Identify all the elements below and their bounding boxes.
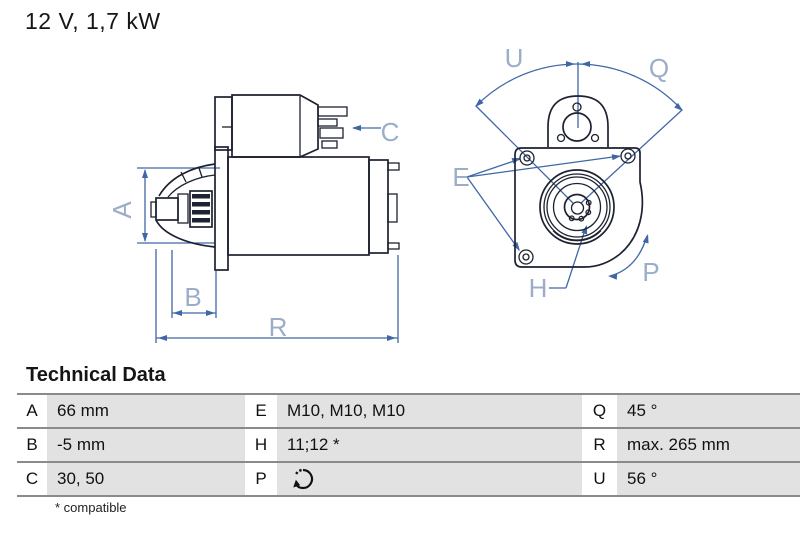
cell-value-b: -5 mm	[47, 429, 245, 461]
cell-key-r: R	[582, 429, 617, 461]
drive-end-housing	[150, 163, 216, 248]
cell-key-u: U	[582, 463, 617, 495]
cell-value-u: 56 °	[617, 463, 800, 495]
technical-data-heading: Technical Data	[26, 364, 166, 386]
dim-label-h: H	[529, 273, 548, 303]
shaft-bore	[539, 169, 615, 245]
motor-body	[227, 156, 370, 256]
dim-label-a: A	[107, 201, 137, 219]
starter-side-view-drawing	[150, 94, 400, 271]
dim-label-r: R	[269, 312, 288, 342]
table-row: A 66 mm E M10, M10, M10 Q 45 °	[17, 393, 800, 427]
terminal	[317, 106, 348, 117]
technical-data-table: A 66 mm E M10, M10, M10 Q 45 ° B -5 mm H…	[17, 393, 800, 497]
solenoid	[214, 94, 348, 158]
dim-label-e: E	[452, 162, 469, 192]
cell-key-p: P	[245, 463, 277, 495]
cell-key-c: C	[17, 463, 47, 495]
cell-key-a: A	[17, 395, 47, 427]
dim-label-p: P	[642, 257, 659, 287]
ccw-rotation-icon	[293, 468, 314, 490]
bolt-holes	[518, 148, 636, 265]
dim-label-u: U	[505, 43, 524, 73]
pinion-gear	[189, 190, 213, 228]
dim-label-q: Q	[649, 53, 669, 83]
cell-value-c: 30, 50	[47, 463, 245, 495]
top-bracket	[547, 95, 609, 147]
cell-key-b: B	[17, 429, 47, 461]
cell-value-h: 11;12 *	[277, 429, 582, 461]
technical-drawings: A B C R	[107, 43, 683, 343]
terminal	[319, 127, 344, 139]
terminal	[321, 140, 338, 149]
table-row: B -5 mm H 11;12 * R max. 265 mm	[17, 427, 800, 461]
compatibility-footnote: * compatible	[55, 500, 127, 515]
cell-value-a: 66 mm	[47, 395, 245, 427]
cell-value-e: M10, M10, M10	[277, 395, 582, 427]
cell-value-q: 45 °	[617, 395, 800, 427]
cell-key-q: Q	[582, 395, 617, 427]
mounting-flange-side	[214, 146, 229, 271]
product-rating-title: 12 V, 1,7 kW	[25, 8, 161, 34]
mounting-flange-front	[514, 147, 644, 268]
bracket-hole	[562, 112, 592, 142]
dim-label-b: B	[184, 282, 201, 312]
dim-label-c: C	[381, 117, 400, 147]
end-cap	[368, 159, 389, 254]
cell-value-r: max. 265 mm	[617, 429, 800, 461]
cell-value-p	[277, 463, 582, 495]
cell-key-e: E	[245, 395, 277, 427]
terminal	[317, 118, 338, 127]
table-row: C 30, 50 P U 56 °	[17, 461, 800, 495]
starter-front-view-drawing	[514, 95, 644, 268]
spline-shaft	[563, 193, 591, 221]
cell-key-h: H	[245, 429, 277, 461]
side-view-dimensions	[137, 125, 399, 343]
